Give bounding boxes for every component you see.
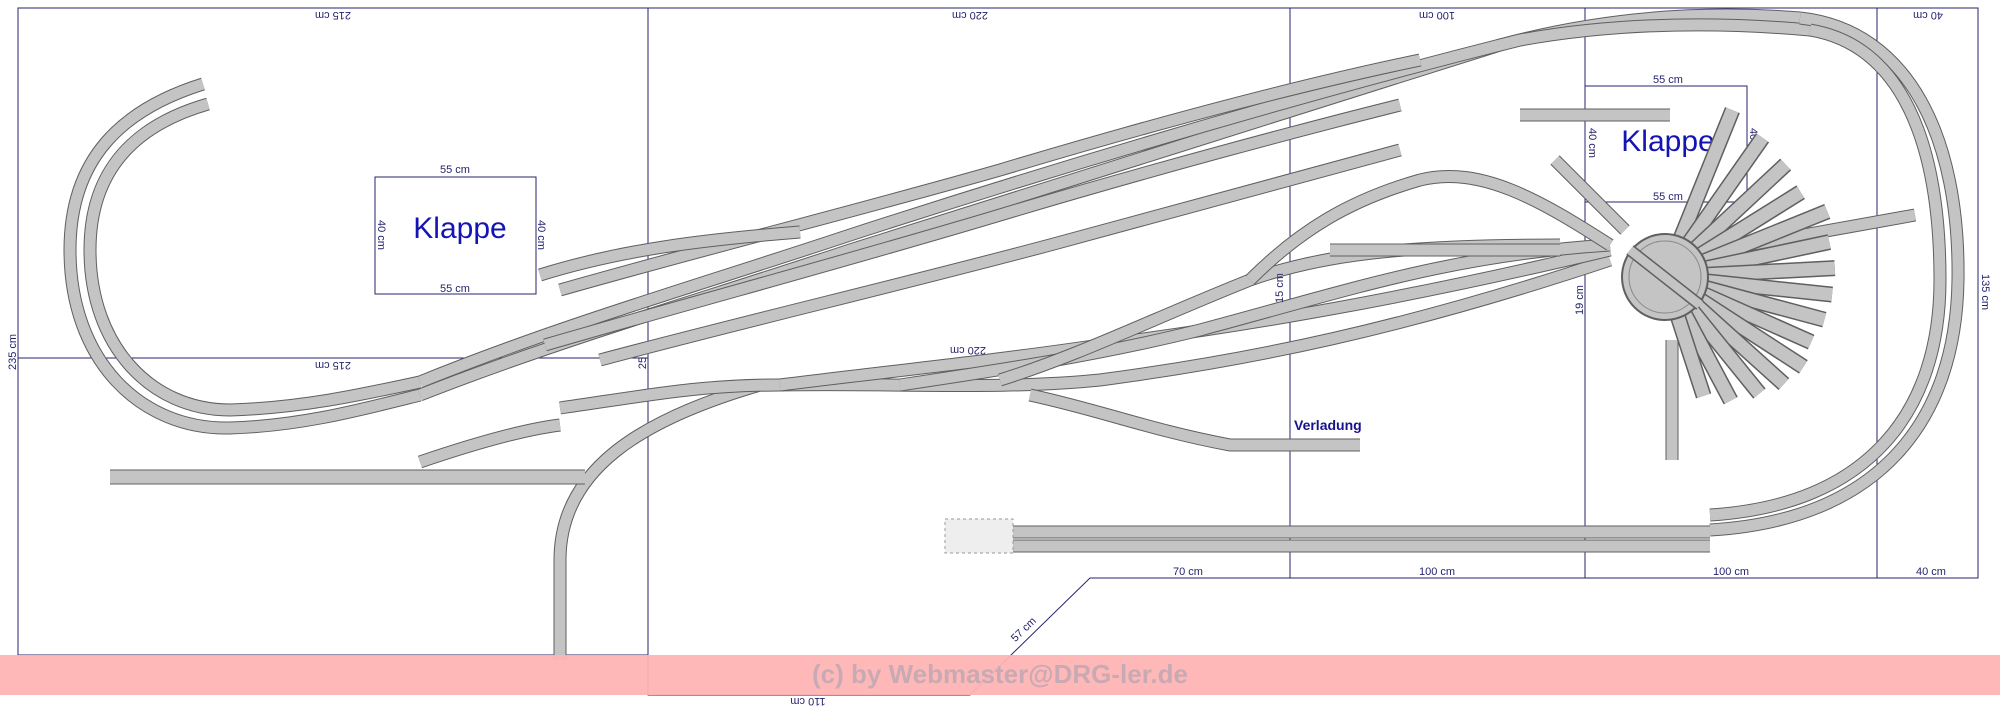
track-layout: [63, 8, 1965, 660]
dim-small-a: 15 cm: [1274, 273, 1286, 303]
turntable-rim: [1628, 240, 1702, 314]
track-loading-siding: [1028, 388, 1360, 452]
lid-right-title: Klappe: [1621, 125, 1714, 158]
dim-top-4: 40 cm: [1913, 9, 1943, 21]
track-left-spur-link: [417, 418, 561, 469]
dim-small-b: 19 cm: [1574, 285, 1586, 315]
loading-label: Verladung: [1294, 417, 1362, 433]
track-left-loop-outer: [63, 77, 422, 435]
lid-left-height-left: 40 cm: [375, 220, 387, 250]
lid-right-outline: [1584, 85, 1748, 203]
dim-bottom-edge: 110 cm: [790, 695, 825, 707]
turntable: [1621, 107, 1836, 405]
track-yard-6: [1245, 170, 1614, 285]
turntable-bridge-inner: [1627, 246, 1703, 309]
track-extension-dashed: [944, 518, 1014, 554]
dim-mid-left: 215 cm: [315, 359, 351, 371]
dim-bottom-4: 40 cm: [1916, 566, 1946, 578]
track-main-5: [598, 143, 1402, 367]
dim-top-2: 220 cm: [952, 9, 988, 21]
copyright-text: (c) by Webmaster@DRG-ler.de: [812, 659, 1188, 689]
lid-left-width-top: 55 cm: [440, 164, 470, 176]
dim-center: 220 cm: [950, 344, 986, 356]
dim-small-c: 25: [637, 357, 649, 369]
track-yard-1: [559, 253, 1613, 415]
track-main-3: [558, 53, 1422, 297]
lid-right-width-top: 55 cm: [1653, 74, 1683, 86]
lid-right-width-bottom: 55 cm: [1653, 191, 1683, 203]
copyright-band: [0, 655, 2000, 695]
lid-left-width-bottom: 55 cm: [440, 283, 470, 295]
lid-left: Klappe 55 cm 55 cm 40 cm 40 cm: [374, 164, 547, 295]
track-turntable-stub-nw: [1550, 155, 1630, 235]
lid-left-outline: [374, 176, 537, 295]
track-main-2: [417, 18, 1811, 389]
track-upper-siding-1: [538, 225, 801, 282]
track-right-loop-inner: [1709, 23, 1947, 522]
track-right-loop-outer: [1709, 11, 1965, 537]
dim-top-3: 100 cm: [1419, 9, 1455, 21]
track-left-loop-inner: [83, 97, 422, 417]
dim-right: 135 cm: [1979, 274, 1991, 310]
lid-right-height-left: 40 cm: [1586, 128, 1598, 158]
dim-top-1: 215 cm: [315, 9, 351, 21]
track-s-curve-bottom: [553, 378, 762, 660]
dim-bottom-1: 70 cm: [1173, 566, 1203, 578]
lid-left-height-right: 40 cm: [535, 220, 547, 250]
dim-bottom-2: 100 cm: [1419, 566, 1455, 578]
dimension-labels: 215 cm 220 cm 100 cm 40 cm 235 cm 215 cm…: [7, 9, 1991, 707]
lid-left-title: Klappe: [413, 212, 506, 245]
track-main-4: [543, 98, 1402, 352]
dim-diagonal: 57 cm: [1009, 615, 1039, 644]
track-yard-3: [899, 238, 1611, 392]
dim-bottom-3: 100 cm: [1713, 566, 1749, 578]
dim-left: 235 cm: [7, 334, 19, 370]
